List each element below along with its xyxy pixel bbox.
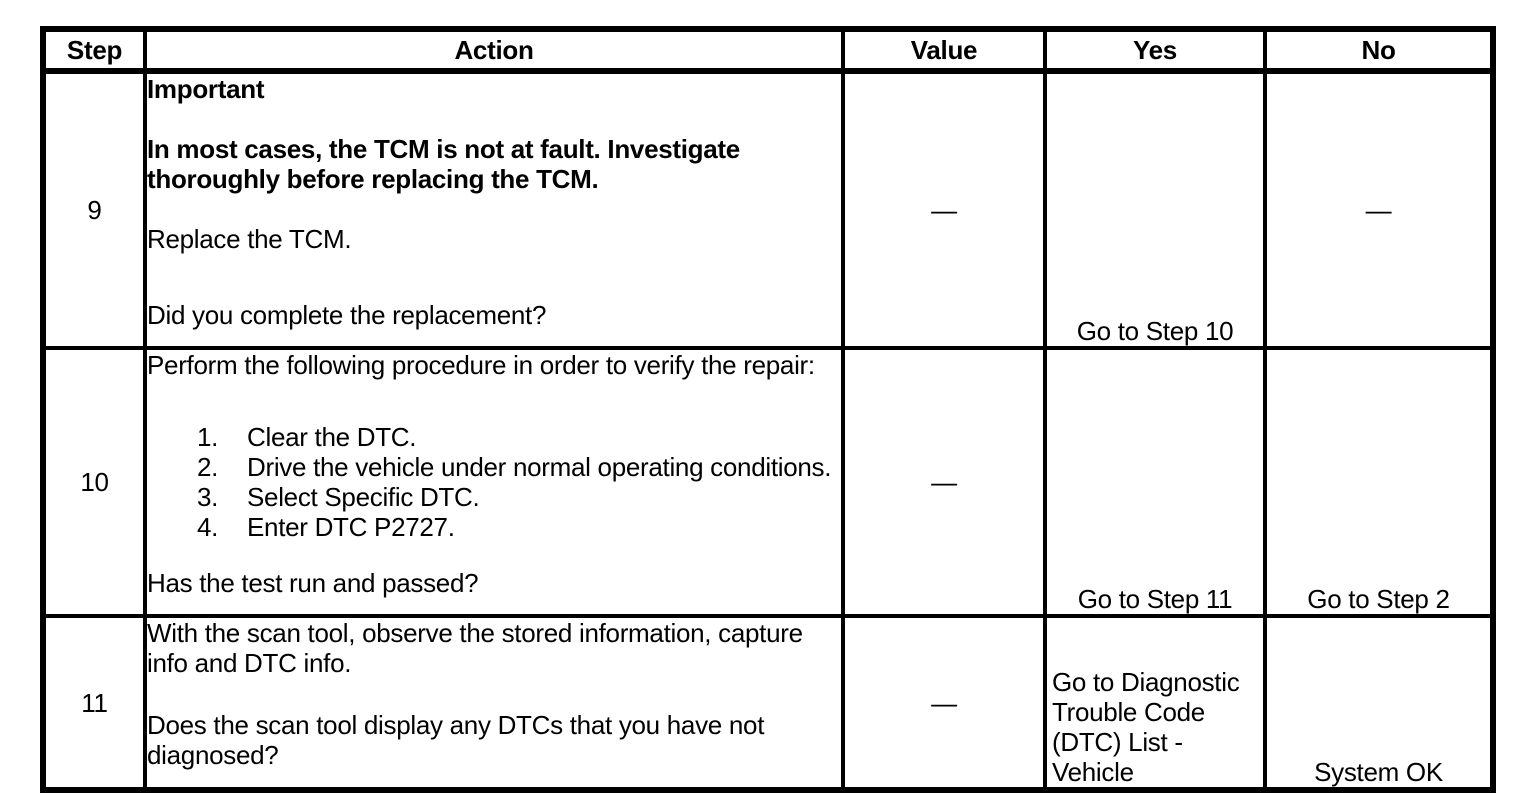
action-content-step-9: Important In most cases, the TCM is not …: [147, 74, 839, 330]
step-number-10: 10: [41, 346, 147, 618]
step-question: Has the test run and passed?: [147, 568, 479, 598]
list-item-text: Clear the DTC.: [247, 422, 417, 452]
action-cell-step-9: Important In most cases, the TCM is not …: [143, 69, 845, 350]
yes-cell-step-11: Go to Diagnostic Trouble Code (DTC) List…: [1043, 614, 1267, 792]
instruction-text: Replace the TCM.: [147, 224, 352, 254]
value-cell-step-11: —: [841, 614, 1047, 792]
list-item-number: 4.: [197, 512, 219, 542]
action-cell-step-10: Perform the following procedure in order…: [143, 346, 845, 618]
action-content-step-11: With the scan tool, observe the stored i…: [147, 618, 839, 770]
yes-cell-step-10: Go to Step 11: [1043, 346, 1267, 618]
important-label: Important: [147, 74, 265, 104]
list-item-number: 1.: [197, 422, 219, 452]
column-header-step: Step: [41, 27, 147, 74]
no-cell-step-11: System OK: [1263, 614, 1495, 792]
action-cell-step-11: With the scan tool, observe the stored i…: [143, 614, 845, 792]
step-question: Does the scan tool display any DTCs that…: [147, 710, 765, 770]
list-item: 4. Enter DTC P2727.: [197, 512, 839, 542]
procedure-list: 1. Clear the DTC. 2. Drive the vehicle und…: [149, 422, 839, 542]
list-item: 3. Select Specific DTC.: [197, 482, 839, 512]
list-item: 2. Drive the vehicle under normal operati…: [197, 452, 839, 482]
value-cell-step-10: —: [841, 346, 1047, 618]
diagnostic-step-table: Step Action Value Yes No 9 Important In …: [40, 26, 1496, 793]
procedure-intro-text: Perform the following procedure in order…: [147, 350, 815, 380]
important-notice-text: In most cases, the TCM is not at fault. …: [147, 134, 740, 194]
list-item-text: Select Specific DTC.: [247, 482, 480, 512]
list-item-text: Drive the vehicle under normal operating…: [247, 452, 832, 482]
table-row-step-11: 11 With the scan tool, observe the store…: [41, 614, 1495, 792]
list-item-number: 2.: [197, 452, 219, 482]
table-row-step-10: 10 Perform the following procedure in or…: [41, 346, 1495, 618]
column-header-value: Value: [841, 27, 1047, 74]
list-item-number: 3.: [197, 482, 219, 512]
no-cell-step-9: —: [1263, 69, 1495, 350]
value-cell-step-9: —: [841, 69, 1047, 350]
yes-cell-step-9: Go to Step 10: [1043, 69, 1267, 350]
column-header-action: Action: [143, 27, 845, 74]
step-number-9: 9: [41, 69, 147, 350]
header-row: Step Action Value Yes No: [41, 27, 1495, 74]
list-item-text: Enter DTC P2727.: [247, 512, 455, 542]
column-header-no: No: [1263, 27, 1495, 74]
list-item: 1. Clear the DTC.: [197, 422, 839, 452]
observation-text: With the scan tool, observe the stored i…: [147, 618, 803, 678]
column-header-yes: Yes: [1043, 27, 1267, 74]
step-number-11: 11: [41, 614, 147, 792]
table-row-step-9: 9 Important In most cases, the TCM is no…: [41, 69, 1495, 350]
diagnostic-table-container: Step Action Value Yes No 9 Important In …: [40, 26, 1496, 793]
step-question: Did you complete the replacement?: [147, 300, 547, 330]
no-cell-step-10: Go to Step 2: [1263, 346, 1495, 618]
action-content-step-10: Perform the following procedure in order…: [147, 350, 839, 598]
